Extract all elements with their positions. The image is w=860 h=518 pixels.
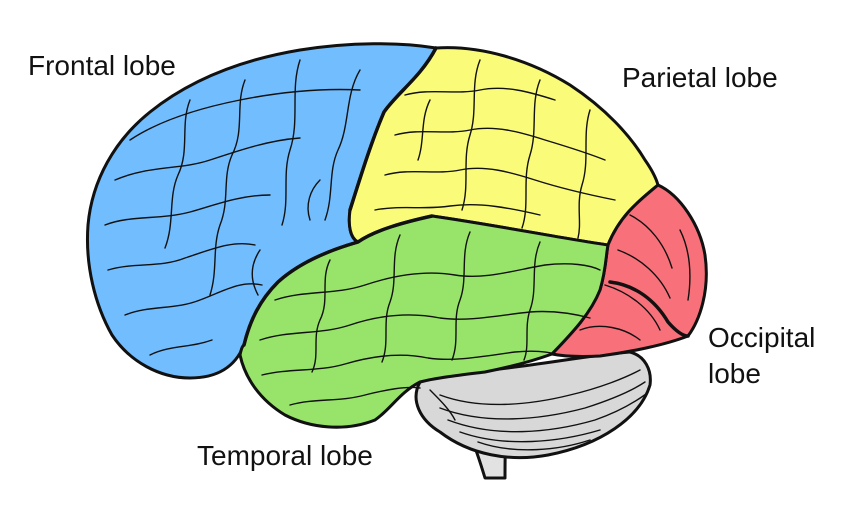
temporal-lobe-label: Temporal lobe (197, 440, 373, 471)
frontal-lobe-label: Frontal lobe (28, 50, 176, 81)
cerebellum-folia (429, 369, 647, 451)
lobe-boundary-dotted (431, 215, 609, 246)
occipital-lobe-label: Occipital lobe (708, 320, 815, 392)
occipital-lobe-label-line2: lobe (708, 358, 761, 389)
parietal-lobe-label: Parietal lobe (622, 62, 778, 93)
frontal-gyri (104, 59, 361, 356)
occipital-lobe-label-line1: Occipital (708, 322, 816, 353)
occipital-gyri (579, 214, 691, 341)
occipital-sulcus (608, 280, 690, 338)
lateral-sulcus (242, 214, 434, 347)
parietal-gyri (374, 59, 616, 239)
temporal-gyri (259, 231, 601, 406)
central-sulcus (348, 46, 438, 212)
